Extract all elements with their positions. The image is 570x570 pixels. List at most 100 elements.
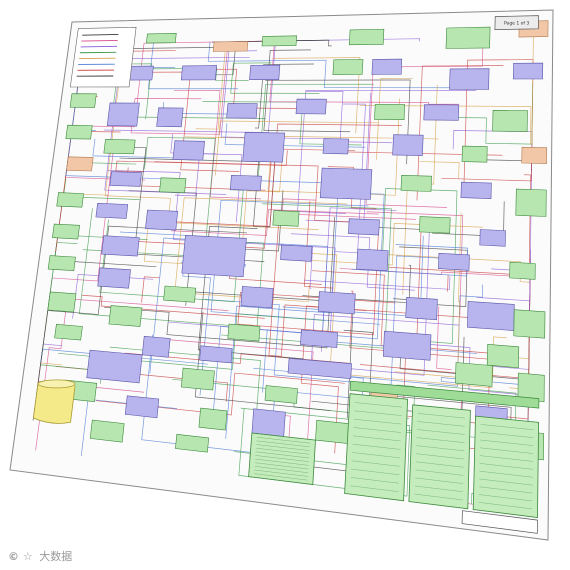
data-box	[52, 223, 80, 240]
data-box	[56, 192, 84, 208]
table-group-header	[349, 380, 540, 409]
data-box	[492, 109, 528, 132]
data-box	[509, 261, 536, 280]
process-box	[405, 296, 438, 321]
connector-line	[268, 209, 366, 357]
data-box	[47, 291, 77, 313]
data-box	[461, 145, 488, 163]
connector-line	[141, 276, 160, 303]
connector-line	[171, 209, 379, 236]
data-box	[198, 407, 228, 431]
process-box	[101, 235, 140, 257]
connector-line	[147, 42, 239, 90]
data-box	[272, 210, 300, 227]
process-box	[199, 345, 233, 364]
connector-line	[393, 264, 411, 301]
process-box	[172, 140, 205, 161]
connector-line	[130, 41, 229, 135]
data-box	[486, 343, 520, 369]
connector-line	[58, 313, 326, 370]
process-box	[348, 218, 380, 236]
connector-line	[115, 150, 288, 173]
data-table	[344, 393, 409, 502]
watermark-logo: © ☆	[8, 550, 33, 563]
process-box	[109, 171, 142, 187]
process-box	[86, 349, 143, 384]
data-box	[264, 385, 298, 404]
data-box	[180, 367, 215, 391]
connector-line	[301, 305, 478, 454]
connector-line	[342, 284, 484, 387]
data-tables	[248, 380, 540, 518]
connector-line	[214, 120, 379, 176]
data-box	[227, 323, 261, 342]
data-box	[89, 419, 125, 443]
process-box	[181, 234, 247, 278]
process-box	[300, 329, 338, 348]
process-box	[382, 330, 432, 361]
data-box	[261, 35, 298, 47]
process-box	[240, 286, 274, 309]
process-box	[371, 58, 403, 75]
data-box	[108, 305, 143, 327]
data-box	[163, 285, 197, 303]
connector-line	[376, 78, 413, 160]
connector-line	[154, 161, 369, 224]
connector-line	[281, 198, 416, 220]
connector-line	[402, 84, 438, 295]
data-table	[408, 404, 471, 510]
data-box	[103, 139, 136, 155]
process-box	[226, 103, 258, 119]
data-box	[332, 59, 364, 75]
data-box	[400, 174, 432, 192]
connector-line	[303, 276, 451, 290]
process-box	[319, 167, 373, 200]
connector-line	[239, 135, 439, 275]
connector-line	[82, 294, 265, 319]
connector-line	[388, 174, 531, 276]
data-box	[348, 28, 385, 46]
connector-line	[224, 123, 366, 148]
process-box	[438, 252, 470, 271]
connector-line	[119, 231, 211, 396]
data-box	[47, 255, 76, 272]
connector-line	[303, 201, 334, 289]
data-box	[455, 362, 493, 387]
connector-line	[263, 49, 351, 133]
process-box	[280, 244, 313, 262]
data-box	[517, 372, 545, 403]
data-box	[419, 216, 451, 234]
database-icon	[32, 379, 76, 424]
connector-line	[174, 89, 261, 200]
connector-line	[381, 188, 458, 344]
data-box	[445, 26, 491, 49]
data-box	[515, 188, 547, 217]
connector-line	[195, 41, 227, 130]
connector-line	[107, 169, 336, 334]
connector-line	[293, 252, 493, 389]
process-box	[392, 134, 424, 156]
process-box	[242, 132, 286, 163]
connector-line	[207, 42, 469, 89]
data-box	[159, 177, 187, 194]
process-box	[180, 65, 218, 81]
watermark-text: 大数据	[39, 550, 73, 563]
connector-line	[82, 136, 216, 257]
data-box	[374, 104, 406, 121]
data-table	[248, 432, 316, 485]
data-table	[472, 415, 540, 518]
connector-line	[302, 246, 468, 308]
connector-line	[185, 98, 401, 196]
note-box	[521, 146, 548, 164]
connector-line	[161, 338, 314, 441]
connector-line	[92, 138, 197, 159]
connector-line	[366, 211, 464, 316]
connector-line	[359, 36, 534, 145]
process-box	[467, 301, 515, 331]
connector-line	[352, 201, 505, 237]
data-box	[513, 309, 546, 339]
connector-line	[255, 63, 314, 129]
process-box	[460, 181, 492, 200]
process-box	[423, 104, 460, 121]
